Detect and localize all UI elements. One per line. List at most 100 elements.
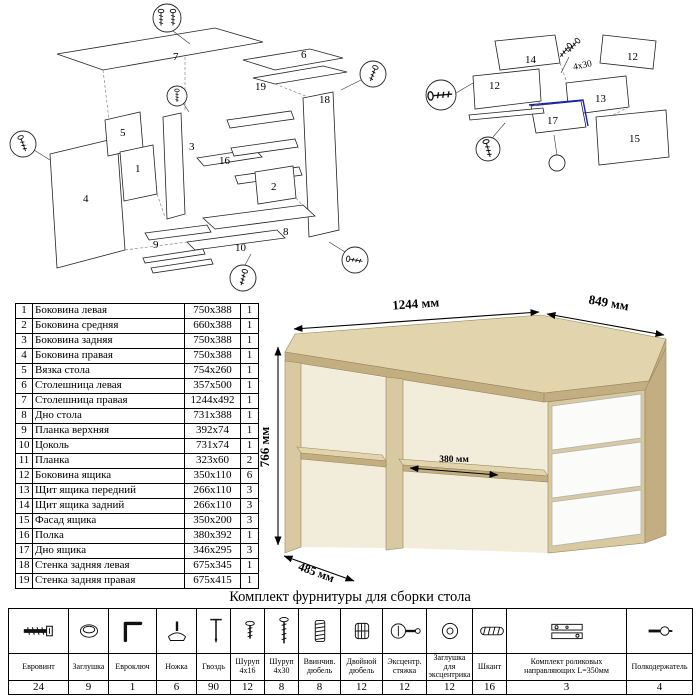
row-number: 8 [15, 408, 33, 424]
part-size: 323x60 [184, 453, 241, 469]
row-number: 9 [15, 423, 33, 439]
part-label-8: 8 [283, 226, 289, 238]
hardware-callouts: 4x30 [425, 37, 593, 172]
hardware-icons-row [8, 608, 693, 654]
part-size: 346x295 [184, 543, 241, 559]
hardware-callouts [9, 3, 387, 292]
dim-arrow-side [283, 555, 355, 582]
part-qty: 1 [240, 573, 259, 589]
part-name: Цоколь [32, 438, 185, 454]
foot-icon [156, 608, 197, 654]
part-name: Боковина задняя [32, 333, 185, 349]
left-shelf-front [300, 452, 387, 468]
part-label-2: 2 [271, 181, 277, 193]
part-size: 750x388 [184, 303, 241, 319]
part-label-7: 7 [173, 51, 179, 63]
roller-guides-icon [506, 608, 627, 654]
panel-top-right-7 [56, 27, 264, 71]
part-name: Боковина средняя [32, 318, 185, 334]
part-qty: 1 [240, 333, 259, 349]
part-name: Щит ящика задний [32, 498, 185, 514]
exploded-view-left: 7 6 19 18 5 1 3 16 2 4 9 10 8 [9, 3, 387, 292]
hardware-item-qty: 8 [264, 679, 299, 695]
callout-circle [152, 3, 182, 33]
panel-3 [162, 112, 186, 220]
part-qty: 1 [240, 348, 259, 364]
cam-bolt-icon [382, 608, 427, 654]
row-number: 13 [15, 483, 33, 499]
part-label-9: 9 [153, 239, 159, 251]
dim-arrow-shelf [409, 465, 499, 478]
screw-30-icon [264, 608, 299, 654]
hardware-item-name: Заглушка для эксцентрика [426, 653, 473, 681]
hardware-item-name: Комплект роликовых направляющих L=350мм [506, 653, 627, 681]
row-number: 16 [15, 528, 33, 544]
hardware-item-qty: 3 [506, 679, 627, 695]
part-size: 675x345 [184, 558, 241, 574]
drawer-rail-2 [230, 138, 299, 157]
part-size: 731x388 [184, 408, 241, 424]
hardware-item-qty: 12 [426, 679, 473, 695]
screw-size-label: 4x30 [572, 59, 593, 73]
drawer-rail [468, 107, 545, 121]
hardware-item-name: Шкант [472, 653, 507, 681]
part-qty: 2 [240, 453, 259, 469]
screw-dowel-icon [298, 608, 341, 654]
shelf-support-icon [626, 608, 693, 654]
part-name: Боковина левая [32, 303, 185, 319]
part-size: 392x74 [184, 423, 241, 439]
hardware-item-name: Ввинчив. дюбель [298, 653, 341, 681]
hardware-item-name: Двойной дюбель [340, 653, 383, 681]
hardware-item-qty: 8 [298, 679, 341, 695]
part-label-16: 16 [219, 155, 231, 167]
dimension-width-label: 1244 мм [392, 295, 440, 313]
panel-top-left-6 [242, 48, 344, 71]
part-name: Стенка задняя правая [32, 573, 185, 589]
part-name: Планка верхняя [32, 423, 185, 439]
runner-rail-2 [150, 258, 214, 274]
dowel-icon [472, 608, 507, 654]
part-size: 266x110 [184, 498, 241, 514]
dimension-side-label: 485 мм [296, 559, 336, 585]
part-label-5: 5 [120, 127, 126, 139]
panel-12b [472, 68, 542, 110]
part-size: 350x110 [184, 468, 241, 484]
row-number: 14 [15, 498, 33, 514]
part-qty: 1 [240, 318, 259, 334]
runner-rail-1 [142, 248, 206, 264]
dimension-height-label: 766 мм [258, 427, 272, 468]
panel-18 [302, 91, 340, 238]
part-qty: 6 [240, 468, 259, 484]
row-number: 1 [15, 303, 33, 319]
part-size: 380x392 [184, 528, 241, 544]
part-size: 357x500 [184, 378, 241, 394]
part-label-15: 15 [629, 133, 641, 145]
row-number: 11 [15, 453, 33, 469]
hardware-item-name: Гвоздь [196, 653, 231, 681]
panel-12a [599, 34, 657, 70]
nail-icon [196, 608, 231, 654]
row-number: 4 [15, 348, 33, 364]
desk-render: 1244 мм 849 мм 766 мм 380 мм 485 мм [258, 295, 667, 585]
row-number: 7 [15, 393, 33, 409]
hardware-item-qty: 6 [156, 679, 197, 695]
part-name: Дно ящика [32, 543, 185, 559]
panel-9 [144, 224, 212, 241]
